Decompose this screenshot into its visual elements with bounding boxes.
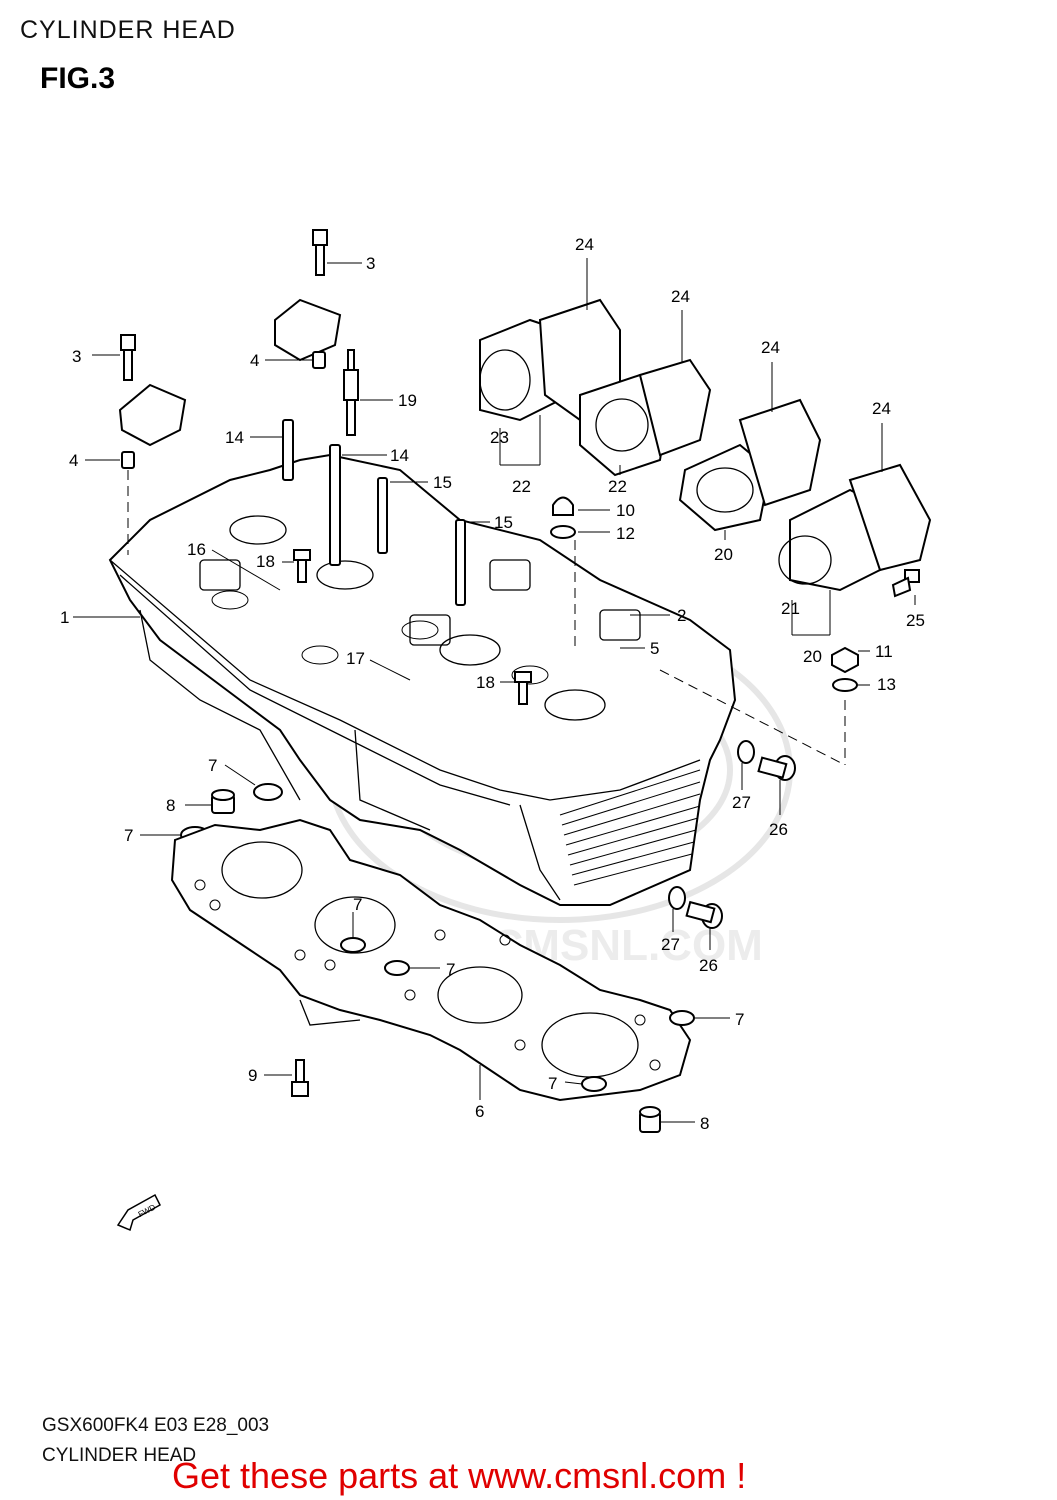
callout-c3a: 3 [366,254,375,273]
callout-c8a: 8 [166,796,175,815]
bolt-9 [291,1059,309,1097]
callout-c24a: 24 [575,235,594,254]
spark-plug [343,349,359,436]
stud-14-left [282,419,294,481]
callout-c27a: 27 [732,793,751,812]
callout-c19: 19 [398,391,417,410]
bolt-26-upper [757,755,796,781]
callout-c21: 21 [781,599,800,618]
callout-labels: 3 3 4 4 19 14 14 15 15 16 18 18 1 17 2 5… [60,235,925,1133]
callout-c27b: 27 [661,935,680,954]
callout-c14a: 14 [225,428,244,447]
callout-c9: 9 [248,1066,257,1085]
washer-13 [832,678,858,692]
callout-c6: 6 [475,1102,484,1121]
nut-11 [831,646,859,674]
dowel-8-lower [639,1106,661,1133]
callout-c26a: 26 [769,820,788,839]
intake-pipe-1 [479,298,621,422]
callout-c17: 17 [346,649,365,668]
callout-c13: 13 [877,675,896,694]
callout-c24b: 24 [671,287,690,306]
bolt-3-upper [312,229,328,276]
callout-c12: 12 [616,524,635,543]
callout-c4a: 4 [250,351,259,370]
promo-link[interactable]: Get these parts at www.cmsnl.com ! [172,1455,747,1496]
intake-pipe-4 [778,463,932,592]
intake-pipes [479,298,932,592]
callout-c4b: 4 [69,451,78,470]
callout-c18b: 18 [476,673,495,692]
callout-c8b: 8 [700,1114,709,1133]
stud-14-mid [329,444,341,566]
dowel-4-upper [312,351,326,369]
o-ring-7-upper [253,783,283,801]
callout-c7e: 7 [735,1010,744,1029]
callout-c22a: 22 [512,477,531,496]
callout-c23: 23 [490,428,509,447]
cam-cap-left [118,383,187,447]
stud-15-upper [377,477,388,554]
o-ring-7-gasket-3 [669,1010,695,1026]
callout-c10: 10 [616,501,635,520]
callout-c15a: 15 [433,473,452,492]
bolt-18-upper [293,549,311,583]
section-name: CYLINDER HEAD [42,1445,197,1466]
callout-c7b: 7 [124,826,133,845]
callout-c24d: 24 [872,399,891,418]
dowel-4-left [121,451,135,469]
intake-pipe-3 [678,398,822,532]
callout-c20b: 20 [803,647,822,666]
callout-c26b: 26 [699,956,718,975]
callout-c3b: 3 [72,347,81,366]
callout-c7f: 7 [548,1074,557,1093]
callout-c20a: 20 [714,545,733,564]
stud-15-lower [455,519,466,606]
o-ring-7-gasket-2 [384,960,410,976]
callout-c25: 25 [906,611,925,630]
callout-c5: 5 [650,639,659,658]
callout-c18a: 18 [256,552,275,571]
small-parts [118,229,920,1133]
callout-c1: 1 [60,608,69,627]
dowel-8-upper [211,789,235,814]
head-gasket [170,818,692,1102]
forward-direction-arrow-icon: FWD [116,1193,161,1232]
cap-nut-10 [552,496,574,516]
callout-c2: 2 [677,606,686,625]
bolt-18-lower [514,671,532,705]
bolt-3-left [120,334,136,381]
bolt-25 [891,569,920,598]
cam-cap-upper [274,298,342,362]
bolt-26-lower [685,900,723,929]
washer-27-lower [668,886,686,910]
callout-c16: 16 [187,540,206,559]
leader-lines [73,258,916,1123]
callout-c22b: 22 [608,477,627,496]
washer-27-upper [737,740,755,764]
callout-c15b: 15 [494,513,513,532]
figure-number: FIG.3 [40,62,116,95]
callout-c24c: 24 [761,338,780,357]
callout-c14b: 14 [390,446,409,465]
callout-c7d: 7 [446,960,455,979]
o-ring-7-gasket-4 [581,1076,607,1092]
callout-c7a: 7 [208,756,217,775]
model-code: GSX600FK4 E03 E28_003 [42,1415,270,1436]
o-ring-7-gasket-1 [340,937,366,953]
callout-c7c: 7 [353,895,362,914]
washer-12 [550,525,576,539]
callout-c11: 11 [875,642,893,661]
intake-pipe-2 [579,358,712,477]
diagram-section-title: CYLINDER HEAD [20,16,236,44]
